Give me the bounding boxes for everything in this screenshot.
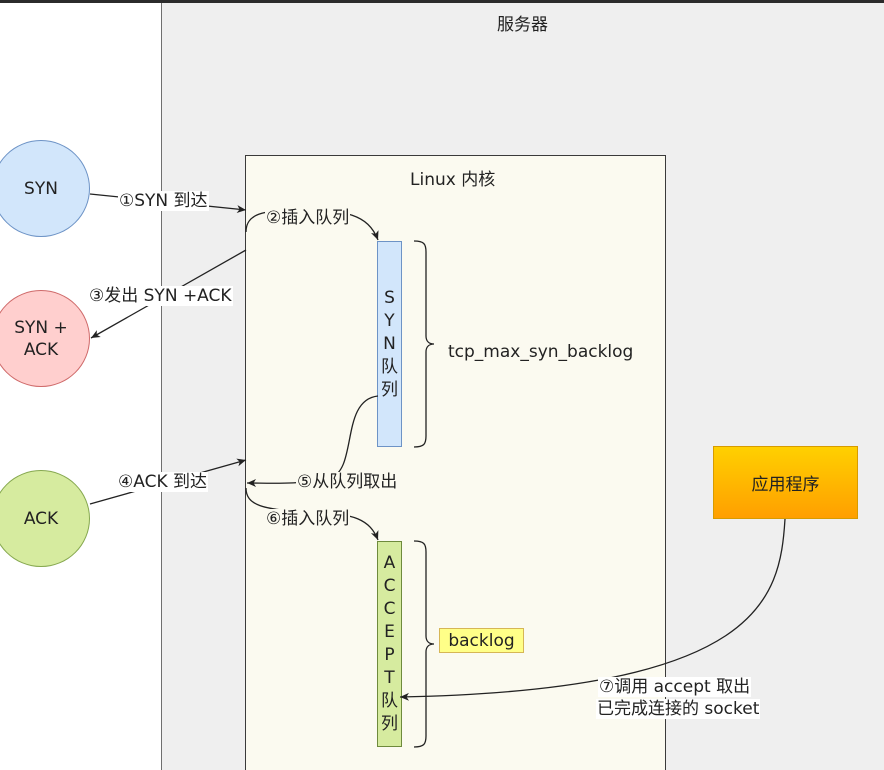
accept-queue-char: C	[383, 576, 396, 596]
syn-ack-packet-node: SYN + ACK	[0, 290, 90, 387]
accept-queue: A C C E P T 队 列	[377, 541, 402, 747]
syn-queue-char: 列	[381, 379, 398, 400]
syn-queue-char: S	[384, 287, 395, 308]
accept-queue-char: T	[384, 668, 395, 688]
syn-queue-char: Y	[384, 310, 395, 331]
accept-queue-char: C	[383, 599, 396, 619]
ack-packet-node: ACK	[0, 470, 90, 567]
backlog-param-label: backlog	[439, 628, 524, 653]
syn-queue: S Y N 队 列	[377, 241, 402, 447]
syn-queue-char: 队	[381, 356, 398, 377]
step-take-from-syn-queue-label: ⑤从队列取出	[296, 472, 399, 492]
kernel-title: Linux 内核	[410, 170, 496, 190]
step-syn-arrives-label: ①SYN 到达	[118, 191, 209, 211]
accept-queue-char: E	[384, 622, 395, 642]
syn-backlog-param-label: tcp_max_syn_backlog	[448, 342, 634, 362]
step-insert-accept-queue-label: ⑥插入队列	[265, 509, 351, 529]
step-insert-syn-queue-label: ②插入队列	[265, 208, 351, 228]
step-accept-label-line1: ⑦调用 accept 取出	[598, 677, 752, 697]
top-border	[0, 0, 884, 3]
application-node: 应用程序	[713, 446, 858, 519]
step-ack-arrives-label: ④ACK 到达	[117, 472, 208, 492]
accept-queue-char: 列	[381, 714, 398, 734]
step-accept-label-line2: 已完成连接的 socket	[596, 699, 761, 719]
step-send-syn-ack-label: ③发出 SYN +ACK	[88, 286, 233, 306]
application-label: 应用程序	[751, 475, 820, 495]
accept-queue-char: P	[384, 645, 395, 665]
syn-packet-label: SYN	[24, 178, 58, 199]
accept-queue-char: A	[383, 553, 396, 573]
syn-packet-node: SYN	[0, 140, 90, 237]
syn-queue-char: N	[383, 333, 396, 354]
accept-queue-char: 队	[381, 691, 398, 711]
syn-ack-packet-label: SYN + ACK	[14, 317, 68, 360]
server-title: 服务器	[497, 15, 548, 35]
ack-packet-label: ACK	[23, 508, 59, 529]
